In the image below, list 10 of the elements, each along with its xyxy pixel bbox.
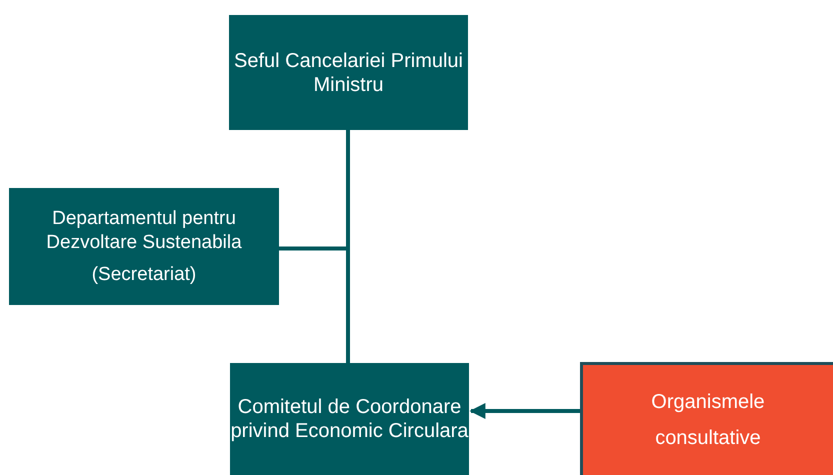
box-label: Seful Cancelariei Primului Ministru xyxy=(233,48,464,96)
box-label: Comitetul de Coordonare privind Economic Circulara xyxy=(230,395,469,443)
box-label: Departamentul pentru Dezvoltare Sustenabila xyxy=(45,206,243,254)
org-box xyxy=(230,363,469,475)
org-box xyxy=(580,362,833,475)
arrow xyxy=(469,403,580,419)
org-box xyxy=(9,188,279,305)
box-label: (Secretariat) xyxy=(92,262,196,286)
org-box xyxy=(229,15,468,130)
box-label: Organismele consultative xyxy=(650,390,766,451)
